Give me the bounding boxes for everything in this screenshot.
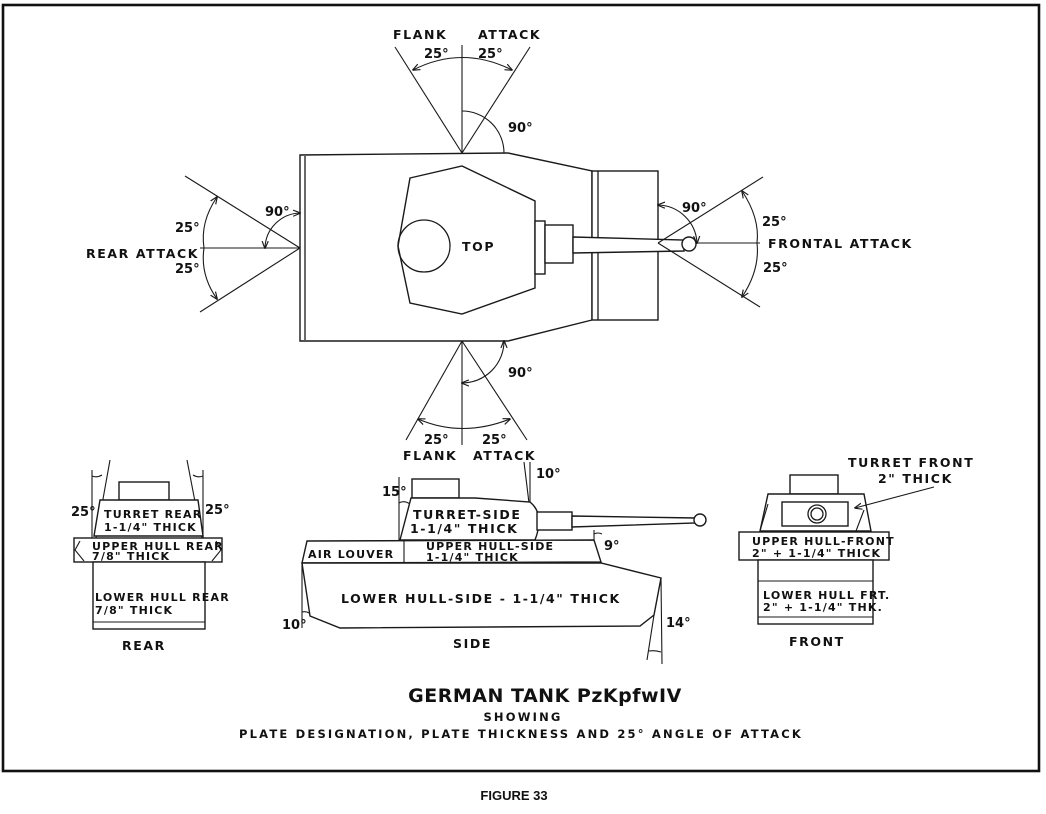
figure-frame (1, 3, 1041, 773)
rear-view: TURRET REAR 1-1/4" THICK UPPER HULL REAR… (71, 459, 230, 653)
side-gun-barrel (571, 515, 697, 528)
top-muzzle-brake (681, 236, 697, 252)
rear-attack: REAR ATTACK 25° 25° 90° (86, 175, 300, 313)
figure-subtitle-detail: PLATE DESIGNATION, PLATE THICKNESS AND 2… (239, 727, 803, 741)
frontal-attack-label: FRONTAL ATTACK (768, 236, 913, 251)
side-view-label: SIDE (453, 636, 492, 651)
upper-flank-right-angle: 90° (508, 121, 533, 136)
frontal-attack-angle-upper: 25° (762, 215, 787, 230)
front-lower-hull-body (757, 559, 874, 625)
lower-flank-right-angle: 90° (508, 366, 533, 381)
top-gun-barrel (572, 236, 685, 254)
top-cupola (397, 219, 451, 273)
side-mantlet (536, 511, 573, 531)
rear-lower-hull-plate (92, 561, 206, 630)
side-angle-upper-hull: 9° (604, 539, 620, 554)
front-gun-bore-outer (807, 504, 827, 524)
rear-attack-label: REAR ATTACK (86, 246, 199, 261)
rear-cupola (118, 481, 170, 501)
rear-turret-plate (93, 499, 204, 537)
front-upper-hull-thickness: 2" + 1-1/4" THICK (752, 547, 881, 560)
lower-flank-angle-right: 25° (482, 433, 507, 448)
side-upper-hull-name: UPPER HULL-SIDE (426, 540, 554, 553)
side-cupola (411, 478, 460, 499)
top-view-label: TOP (462, 239, 495, 254)
figure-title: GERMAN TANK PzKpfwIV (408, 685, 682, 707)
title-block: GERMAN TANK PzKpfwIV SHOWING PLATE DESIG… (239, 685, 803, 741)
figure-subtitle-showing: SHOWING (483, 710, 562, 724)
rear-attack-angle-lower: 25° (175, 262, 200, 277)
upper-flank-attack: FLANK ATTACK 25° 25° 90° (393, 27, 541, 154)
side-air-louver: AIR LOUVER (308, 548, 394, 561)
side-angle-turret-front: 10° (536, 467, 561, 482)
frontal-attack-right-angle: 90° (682, 201, 707, 216)
side-angle-lower-hull-rear: 10° (282, 618, 307, 633)
rear-upper-hull-plate (73, 537, 223, 563)
front-view-label: FRONT (789, 634, 845, 649)
frontal-attack-angle-lower: 25° (763, 261, 788, 276)
side-angle-lower-hull-front: 14° (666, 616, 691, 631)
upper-flank-angle-right: 25° (478, 47, 503, 62)
rear-angle-right: 25° (205, 503, 230, 518)
side-lower-hull-label: LOWER HULL-SIDE - 1-1/4" THICK (341, 591, 621, 606)
top-mantlet (544, 224, 574, 264)
rear-attack-right-angle: 90° (265, 205, 290, 220)
side-view: 15° 10° TURRET-SIDE 1-1/4" THICK AIR LOU… (282, 461, 707, 665)
front-turret-callout-name: TURRET FRONT (848, 455, 974, 470)
rear-upper-hull-name: UPPER HULL REAR (92, 540, 224, 553)
side-lower-hull (301, 562, 662, 629)
side-upper-hull (301, 539, 602, 564)
front-upper-hull-name: UPPER HULL-FRONT (752, 535, 895, 548)
rear-upper-hull-thickness: 7/8" THICK (92, 550, 170, 563)
front-cupola (789, 474, 839, 495)
front-view: TURRET FRONT 2" THICK UPPER HULL-FRONT 2… (738, 455, 974, 649)
front-lower-hull-name: LOWER HULL FRT. (763, 589, 890, 602)
front-gun-bore-inner (810, 507, 824, 521)
lower-flank-attack: 25° 25° FLANK ATTACK 90° (403, 341, 536, 463)
rear-turret-thickness: 1-1/4" THICK (104, 521, 197, 534)
front-turret-callout-thickness: 2" THICK (878, 471, 953, 486)
turret-front-callout-arrow (855, 486, 935, 508)
rear-turret-name: TURRET REAR (104, 508, 202, 521)
front-lower-hull-thickness: 2" + 1-1/4" THK. (763, 601, 883, 614)
upper-flank-label: FLANK (393, 27, 447, 42)
rear-view-label: REAR (122, 638, 166, 653)
side-turret-name: TURRET-SIDE (413, 507, 522, 522)
front-mantlet (781, 501, 849, 527)
lower-flank-angle-left: 25° (424, 433, 449, 448)
top-mantlet-base (534, 220, 546, 275)
frontal-attack: FRONTAL ATTACK 25° 25° 90° (658, 176, 913, 308)
rear-lower-hull-name: LOWER HULL REAR (95, 591, 230, 604)
rear-angle-left: 25° (71, 505, 96, 520)
side-turret-thickness: 1-1/4" THICK (410, 521, 518, 536)
lower-flank-label: FLANK (403, 448, 457, 463)
figure-caption: FIGURE 33 (480, 788, 547, 803)
upper-flank-angle-left: 25° (424, 47, 449, 62)
top-view: TOP FLANK ATTACK 25° 25° 90° 25° 25° (86, 27, 913, 463)
side-muzzle-brake (693, 513, 707, 527)
side-upper-hull-thickness: 1-1/4" THICK (426, 551, 519, 564)
side-angle-turret-rear: 15° (382, 485, 407, 500)
lower-attack-label: ATTACK (473, 448, 536, 463)
upper-attack-label: ATTACK (478, 27, 541, 42)
rear-attack-angle-upper: 25° (175, 221, 200, 236)
rear-lower-hull-thickness: 7/8" THICK (95, 604, 173, 617)
